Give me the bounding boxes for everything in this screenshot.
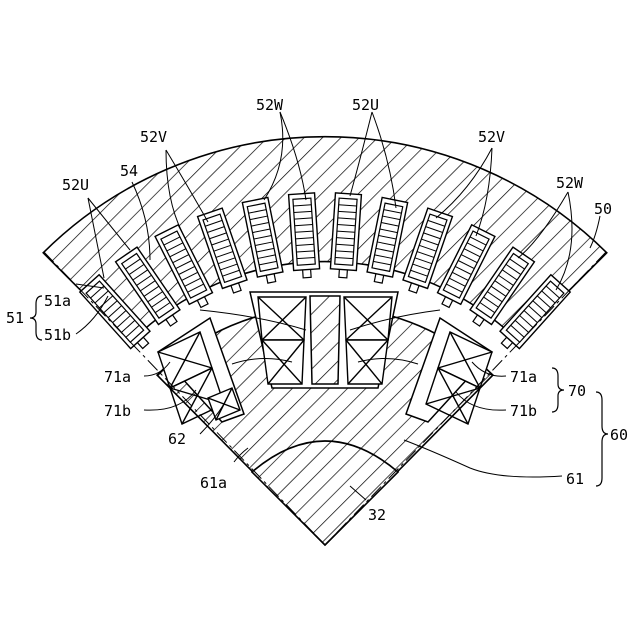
label-71b-right: 71b <box>510 402 537 420</box>
label-52v-left: 52V <box>140 128 167 146</box>
label-52w-top: 52W <box>256 96 284 114</box>
label-71b-left: 71b <box>104 402 131 420</box>
label-61a: 61a <box>200 474 227 492</box>
label-52w-right: 52W <box>556 174 584 192</box>
label-54: 54 <box>120 162 138 180</box>
label-61: 61 <box>566 470 584 488</box>
brace-60 <box>596 392 608 486</box>
brace-51 <box>30 296 42 340</box>
label-51a: 51a <box>44 292 71 310</box>
label-51: 51 <box>6 309 24 327</box>
label-51b: 51b <box>44 326 71 344</box>
label-50: 50 <box>594 200 612 218</box>
label-32: 32 <box>368 506 386 524</box>
shaft <box>252 441 398 545</box>
label-52v-right: 52V <box>478 128 505 146</box>
brace-70 <box>552 368 564 412</box>
label-52u-top: 52U <box>352 96 379 114</box>
label-71a-right: 71a <box>510 368 537 386</box>
label-71a-left: 71a <box>104 368 131 386</box>
stator-slot <box>330 193 362 279</box>
label-62: 62 <box>168 430 186 448</box>
label-60: 60 <box>610 426 628 444</box>
label-70: 70 <box>568 382 586 400</box>
stator-slot <box>289 193 321 279</box>
rotor-center-rib <box>310 296 340 384</box>
label-52u-left: 52U <box>62 176 89 194</box>
